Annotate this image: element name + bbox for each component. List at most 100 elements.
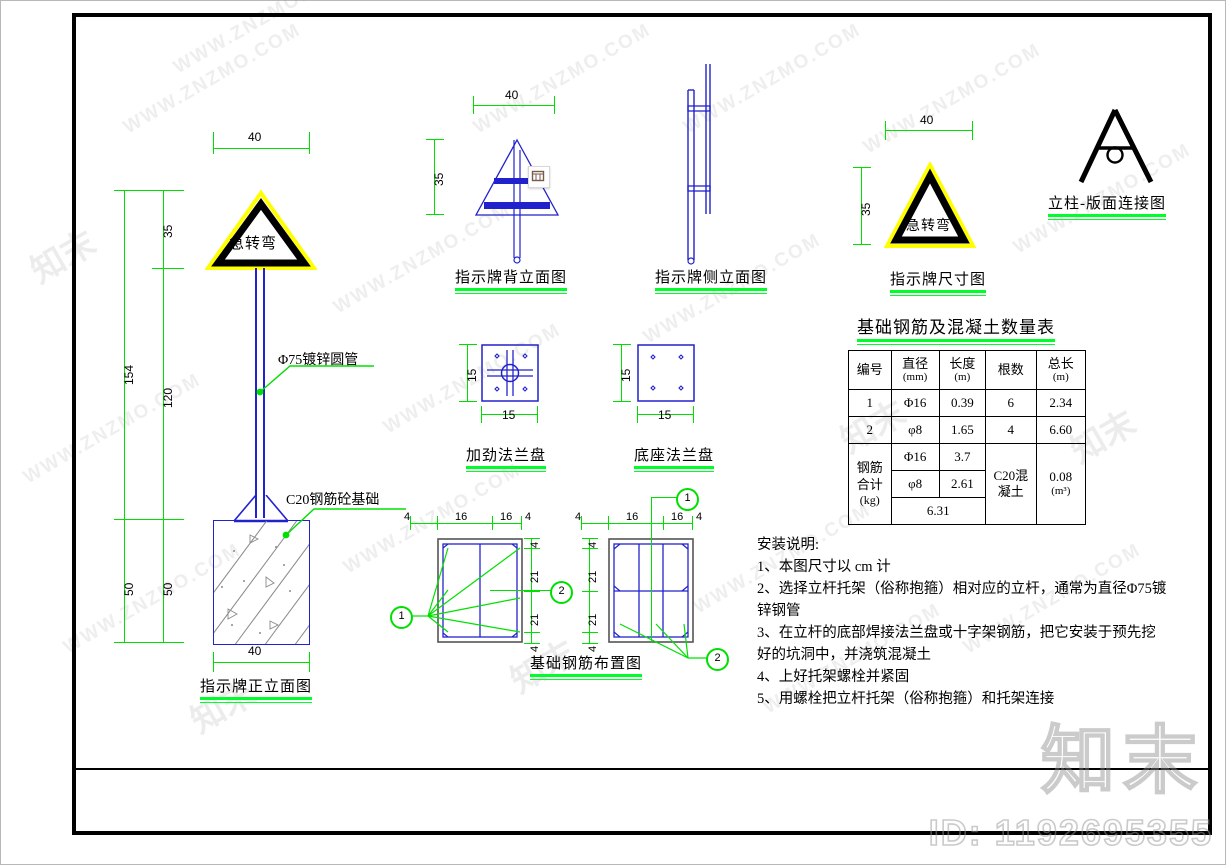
th-len-sub: (m) xyxy=(954,371,971,384)
dim-sign-height2: 35 xyxy=(859,202,873,216)
sign-dimension-triangle xyxy=(884,162,976,248)
th-dia-sub: (mm) xyxy=(902,371,928,384)
dim-tick xyxy=(114,190,184,191)
cell-total-1: 2.34 xyxy=(1035,389,1087,417)
quantity-table-title: 基础钢筋及混凝土数量表 xyxy=(857,313,1055,345)
dim-line xyxy=(481,414,538,415)
dim-sec-h-3: 4 xyxy=(696,511,703,523)
sign-text-front: 急转弯 xyxy=(229,236,278,252)
table-row: 1 Φ16 0.39 6 2.34 xyxy=(848,389,1087,417)
dim-stiff-height: 15 xyxy=(465,368,479,382)
th-no: 编号 xyxy=(848,350,892,390)
rebar-bubble-2-plan: 2 xyxy=(550,581,573,604)
dim-tick xyxy=(521,516,522,530)
dim-tick xyxy=(613,344,631,345)
back-elevation-graphic xyxy=(474,138,560,264)
dim-stiff-width: 15 xyxy=(502,408,516,422)
connection-graphic xyxy=(1078,108,1154,184)
dim-tick xyxy=(524,632,540,633)
dim-tick xyxy=(582,591,598,592)
dim-tick xyxy=(693,406,694,423)
rebar-plan-leader-1 xyxy=(412,547,521,633)
th-count: 根数 xyxy=(984,350,1037,390)
dim-tick xyxy=(537,406,538,423)
rebar-bubble-1-plan: 1 xyxy=(390,606,413,629)
dim-tick xyxy=(459,401,477,402)
cell-no-1: 1 xyxy=(848,389,892,417)
dim-plan-h-1: 16 xyxy=(455,511,468,523)
cell-count-2: 4 xyxy=(984,416,1037,444)
post-callout-leader xyxy=(256,365,374,396)
dim-tick xyxy=(492,516,493,530)
dim-tick xyxy=(637,406,638,423)
rebar-plan-leader-2 xyxy=(490,590,552,591)
dim-base-width: 40 xyxy=(248,644,262,658)
dim-ext xyxy=(434,139,435,215)
stiffened-flange-graphic xyxy=(481,344,539,402)
volume-unit: (m³) xyxy=(1051,485,1071,498)
dim-tick xyxy=(426,139,444,140)
dim-found-depth-inner: 50 xyxy=(161,582,175,596)
table-summary-row-3: 6.31 xyxy=(849,497,1086,525)
dim-ext xyxy=(861,167,862,245)
th-no-text: 编号 xyxy=(856,361,883,377)
title-block-divider xyxy=(72,768,1212,770)
rebar-section-leader-1 xyxy=(651,497,652,643)
dim-tick xyxy=(663,516,664,530)
dim-ext xyxy=(621,344,622,402)
concrete-line-1: C20混 xyxy=(993,467,1029,483)
cell-no-2: 2 xyxy=(848,416,892,444)
dim-tick xyxy=(853,244,871,245)
cell-summary-dia-1: Φ16 xyxy=(890,443,940,471)
cell-summary-len-1: 3.7 xyxy=(938,443,986,471)
volume-value: 0.08 xyxy=(1049,469,1073,484)
dim-total-height: 154 xyxy=(122,364,136,385)
dim-back-width: 40 xyxy=(505,88,519,102)
notes-item-2: 2、选择立杆托架（俗称抱箍）相对应的立杆，通常为直径Φ75镀锌钢管 xyxy=(757,581,1167,620)
concrete-line-2: 凝土 xyxy=(997,484,1024,499)
dim-sec-v-2: 21 xyxy=(587,613,599,626)
dim-top-width: 40 xyxy=(248,130,262,144)
dim-line xyxy=(581,523,693,524)
quantity-table: 编号 直径 (mm) 长度 (m) 根数 总长 (m) 1 Φ16 0.39 6 xyxy=(848,350,1087,525)
th-len-main: 长度 xyxy=(949,355,976,371)
dim-line xyxy=(473,105,555,106)
foundation-callout-leader xyxy=(282,508,406,539)
dim-tick xyxy=(582,643,598,644)
cell-dia-1: Φ16 xyxy=(890,389,940,417)
dim-tick xyxy=(152,519,184,520)
table-row: 2 φ8 1.65 4 6.60 xyxy=(848,416,1087,444)
dim-tick xyxy=(459,344,477,345)
dim-line xyxy=(213,662,310,663)
post-left-edge xyxy=(255,268,257,518)
dim-tick xyxy=(410,516,411,530)
dim-tick xyxy=(114,642,184,643)
dim-sec-v-1: 21 xyxy=(587,570,599,583)
th-count-text: 根数 xyxy=(997,361,1024,377)
cell-summary-label: 钢筋 合计 (kg) xyxy=(848,443,892,525)
brand-watermark: 知末 xyxy=(1040,718,1205,803)
sign-triangle xyxy=(205,190,317,270)
document-id: ID: 1192695355 xyxy=(928,811,1213,854)
dim-sec-h-1: 16 xyxy=(626,511,639,523)
dim-plan-h-3: 4 xyxy=(525,511,532,523)
dim-line xyxy=(213,148,310,149)
dim-sec-h-0: 4 xyxy=(575,511,582,523)
post-base-splay xyxy=(233,495,289,523)
cell-total-weight: 6.31 xyxy=(890,497,986,525)
summary-label-3: (kg) xyxy=(859,492,880,507)
rebar-bubble-1-section: 1 xyxy=(676,488,699,511)
cell-dia-2: φ8 xyxy=(890,416,940,444)
dim-back-height: 35 xyxy=(432,172,446,186)
th-total: 总长 (m) xyxy=(1035,350,1087,390)
dim-line xyxy=(410,523,522,524)
dim-sign-width: 40 xyxy=(920,113,934,127)
dim-tick xyxy=(582,538,598,539)
dim-post-height: 120 xyxy=(161,387,175,408)
cell-summary-dia-2: φ8 xyxy=(890,470,940,498)
table-header-row: 编号 直径 (mm) 长度 (m) 根数 总长 (m) xyxy=(848,350,1087,390)
callout-post-label: Φ75镀锌圆管 xyxy=(278,353,359,368)
notes-item-3: 3、在立杆的底部焊接法兰盘或十字架钢筋，把它安装于预先挖好的坑洞中，并浇筑混凝土 xyxy=(757,625,1156,664)
